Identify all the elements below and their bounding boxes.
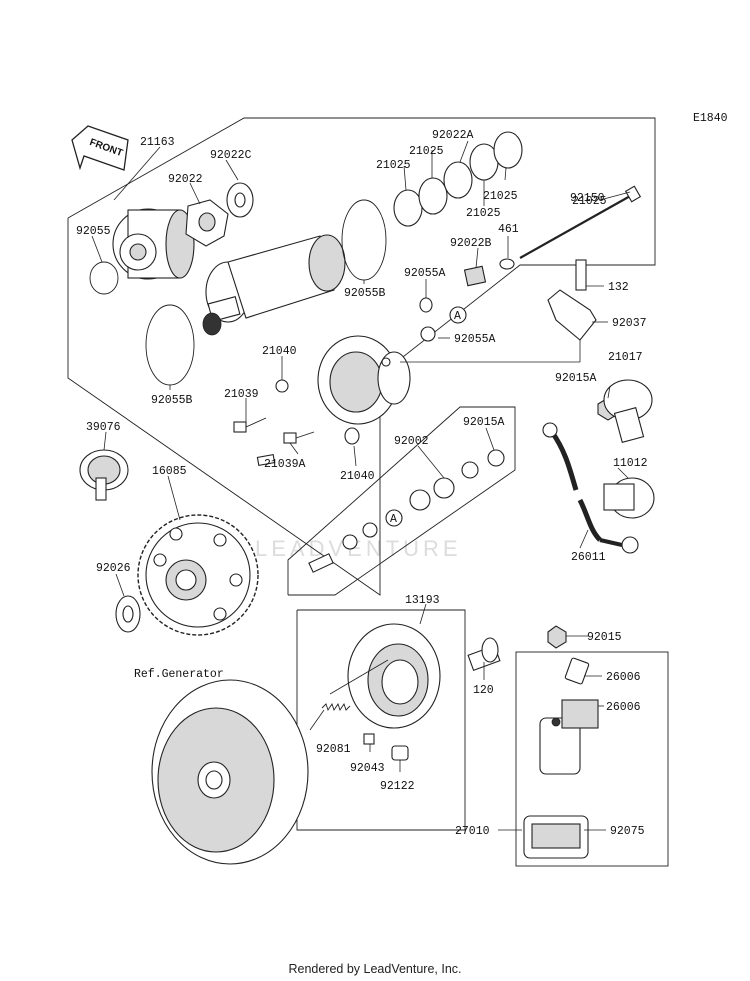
label-92150: 92150 <box>570 192 605 205</box>
label-92022a: 92022A <box>432 129 474 142</box>
relay-nut-part <box>547 625 567 649</box>
terminal-cap-part <box>603 379 653 444</box>
label-92022c: 92022C <box>210 149 252 162</box>
relay-cover-part <box>523 815 589 859</box>
mount-bracket-part <box>547 259 597 341</box>
front-arrow-icon: FRONT <box>71 125 129 171</box>
callout-a-2-label: A <box>390 513 397 526</box>
label-11012: 11012 <box>613 457 648 470</box>
label-92015: 92015 <box>587 631 622 644</box>
label-461: 461 <box>498 223 519 236</box>
label-21039a: 21039A <box>264 458 306 471</box>
label-92055b-2: 92055B <box>151 394 193 407</box>
label-92075: 92075 <box>610 825 645 838</box>
brush-part <box>233 379 360 466</box>
label-27010: 27010 <box>455 825 490 838</box>
label-92015a-2: 92015A <box>463 416 505 429</box>
shim-stack-part <box>393 131 523 227</box>
leader-lines <box>91 140 631 831</box>
relay-frame <box>515 651 669 867</box>
spring-part <box>321 702 351 712</box>
label-ref-generator: Ref.Generator <box>134 668 224 681</box>
washer-part <box>226 182 254 218</box>
label-21025-1: 21025 <box>409 145 444 158</box>
footer-credit: Rendered by LeadVenture, Inc. <box>288 962 462 976</box>
watermark: LEADVENTURE <box>255 536 462 561</box>
label-92002: 92002 <box>394 435 429 448</box>
starter-relay-part <box>539 699 599 775</box>
callout-a-1 <box>449 306 467 324</box>
label-132: 132 <box>608 281 629 294</box>
label-26006-2: 26006 <box>606 701 641 714</box>
label-92055b: 92055B <box>344 287 386 300</box>
figure-code: E1840 <box>693 112 728 125</box>
pin-part <box>363 733 375 745</box>
label-92026: 92026 <box>96 562 131 575</box>
label-92055a-1: 92055A <box>404 267 446 280</box>
label-92122: 92122 <box>380 780 415 793</box>
label-21017: 21017 <box>608 351 643 364</box>
starter-cable-part <box>542 422 639 554</box>
callout-a-2 <box>385 509 403 527</box>
label-21025-2: 21025 <box>376 159 411 172</box>
label-92081: 92081 <box>316 743 351 756</box>
end-cover-part <box>112 208 195 280</box>
clutch-bolt-part <box>467 637 501 672</box>
label-16085: 16085 <box>152 465 187 478</box>
label-92055a-2: 92055A <box>454 333 496 346</box>
label-92015a-1: 92015A <box>555 372 597 385</box>
square-nut-part <box>463 265 487 287</box>
roller-part <box>391 745 409 761</box>
label-21039: 21039 <box>224 388 259 401</box>
label-21163: 21163 <box>140 136 175 149</box>
gear-washer-part <box>115 595 141 633</box>
generator-rotor-part <box>151 679 309 865</box>
label-92055: 92055 <box>76 225 111 238</box>
clip-part <box>499 258 515 270</box>
label-21025-3: 21025 <box>483 190 518 203</box>
seal-part-2 <box>420 326 436 342</box>
label-26006-1: 26006 <box>606 671 641 684</box>
motor-assembly-frame <box>67 117 656 596</box>
starter-gear-part <box>137 514 259 636</box>
o-ring-part <box>89 261 119 295</box>
label-21025-4: 21025 <box>466 207 501 220</box>
boot-cap-part <box>603 477 655 519</box>
brush-kit-frame <box>287 406 516 596</box>
label-26011: 26011 <box>571 551 606 564</box>
starter-clutch-part <box>347 623 441 729</box>
long-bolt-part <box>519 185 642 259</box>
label-21040-2: 21040 <box>340 470 375 483</box>
label-92022b: 92022B <box>450 237 492 250</box>
label-13193: 13193 <box>405 594 440 607</box>
motor-yoke-part <box>202 234 346 336</box>
label-21025-5: 21025 <box>572 195 607 208</box>
fuse-part <box>564 657 590 685</box>
front-housing-part <box>317 335 411 425</box>
label-21040-1: 21040 <box>262 345 297 358</box>
seal-part <box>419 297 433 313</box>
label-120: 120 <box>473 684 494 697</box>
terminal-kit-part <box>308 449 505 573</box>
label-92043: 92043 <box>350 762 385 775</box>
callout-a-1-label: A <box>454 310 461 323</box>
o-ring-large-part-2 <box>145 304 195 386</box>
label-92022: 92022 <box>168 173 203 186</box>
part-labels: 21163 92022C 92022 92055 92055B 92055B 9… <box>76 129 648 838</box>
o-ring-large-part <box>341 199 387 281</box>
label-39076: 39076 <box>86 421 121 434</box>
lock-washer-part <box>185 199 229 247</box>
label-92037: 92037 <box>612 317 647 330</box>
idle-gear-part <box>79 449 129 501</box>
